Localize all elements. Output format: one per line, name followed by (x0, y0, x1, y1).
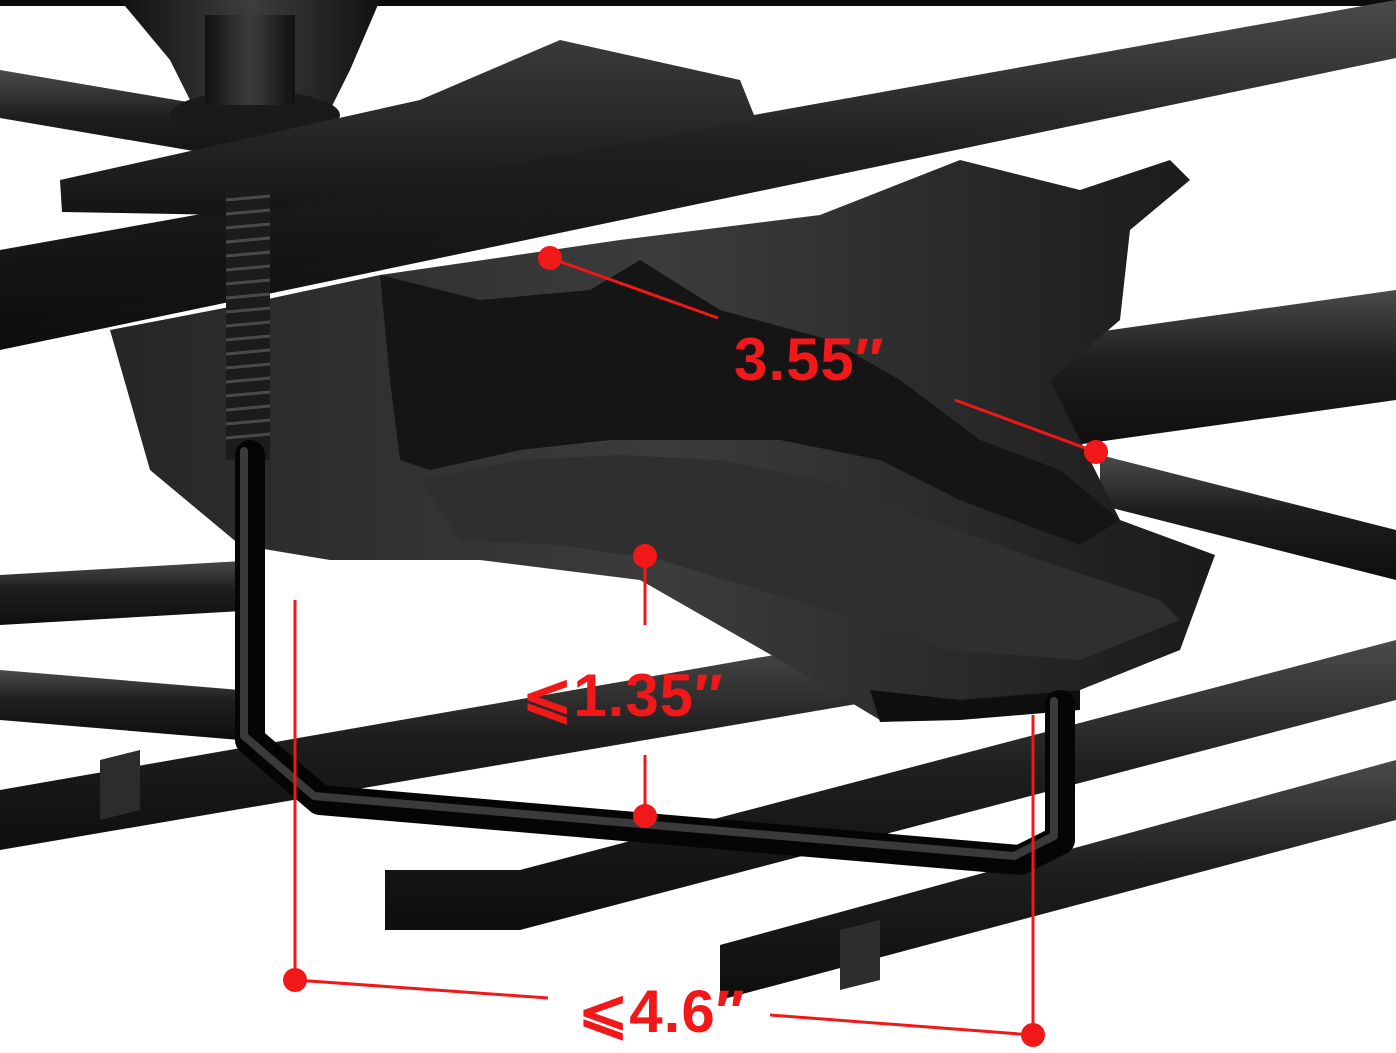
width-point-right (1084, 440, 1108, 464)
width-line-left (549, 256, 719, 320)
opening-point-right (1021, 1023, 1045, 1047)
gap-point-bottom (633, 804, 657, 828)
clamp-width-label: 3.55″ (734, 326, 885, 393)
top-edge (0, 0, 1396, 6)
opening-point-left (283, 968, 307, 992)
opening-line-right (769, 1013, 1034, 1037)
dimension-markers (283, 246, 1108, 1047)
opening-width-label: ⩽4.6″ (578, 978, 746, 1045)
u-bolt-icon (235, 440, 1075, 875)
opening-line-left (294, 978, 549, 1000)
clamp-body-icon (110, 160, 1215, 722)
bar-gap-label: ⩽1.35″ (522, 662, 724, 729)
gap-point-top (633, 544, 657, 568)
width-point-left (538, 246, 562, 270)
width-line-right (954, 398, 1097, 454)
knob-icon (120, 0, 380, 139)
threaded-rod (225, 190, 271, 460)
front-rack-bar (0, 0, 1396, 330)
